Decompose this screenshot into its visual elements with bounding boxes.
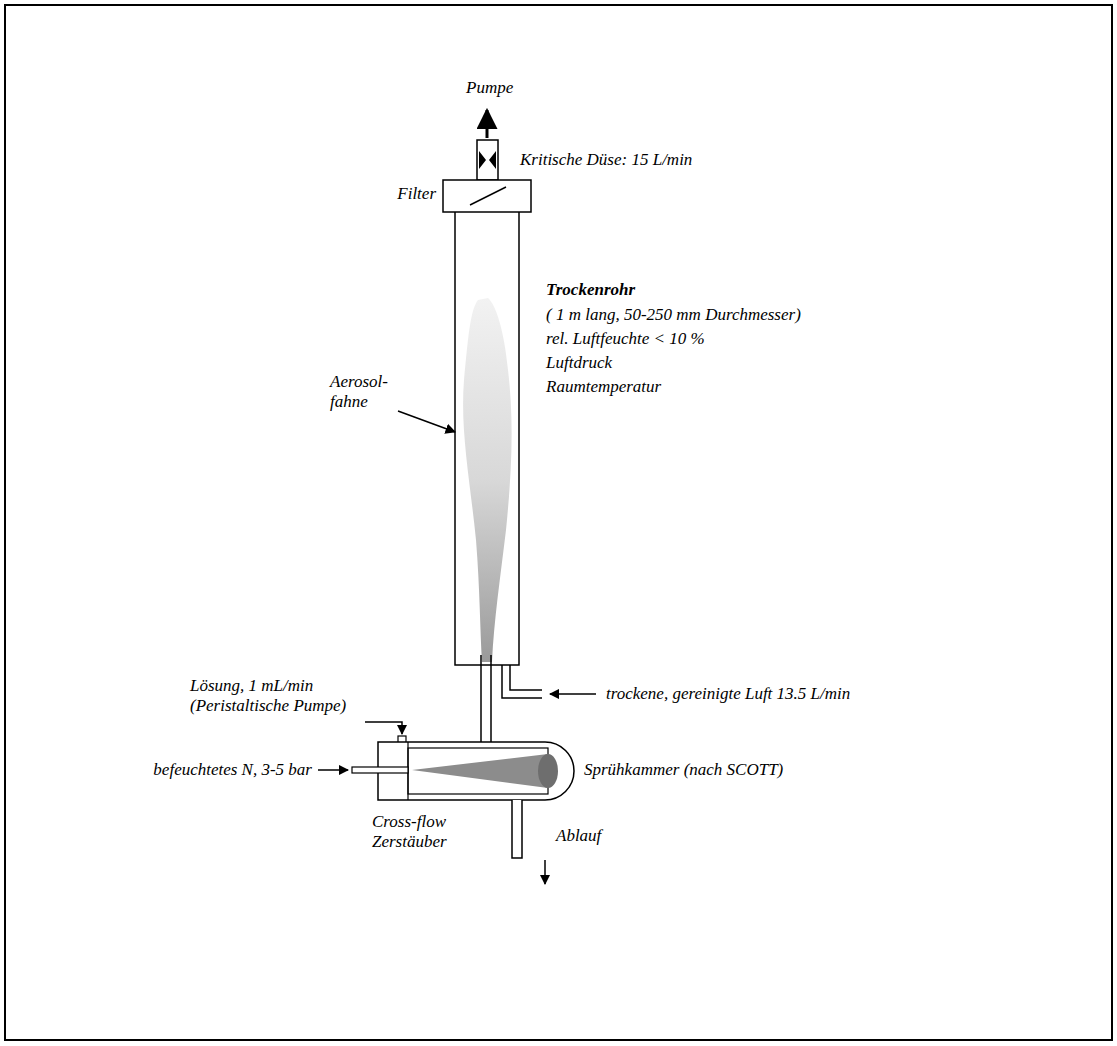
leader-arrow — [398, 411, 455, 432]
nozzle-label: Kritische Düse: 15 L/min — [520, 150, 692, 170]
part-label: Aerosol- fahne — [330, 372, 410, 412]
spec-label: rel. Luftfeuchte < 10 % — [546, 329, 705, 349]
aerosol-inlet-pipe — [490, 655, 492, 742]
dry-air-arrow — [550, 693, 596, 695]
flow-label: Ablauf — [556, 826, 601, 846]
part-title: Trockenrohr — [546, 280, 635, 300]
part-label: Filter — [397, 184, 436, 204]
drying-tube — [455, 212, 519, 665]
spec-label: ( 1 m lang, 50-250 mm Durchmesser) — [546, 305, 801, 325]
filter — [443, 180, 531, 212]
flow-label: befeuchtetes N, 3-5 bar — [153, 760, 312, 780]
gas-inlet-pipe — [352, 767, 408, 773]
spray-chamber-inner-tube — [408, 748, 548, 794]
aerosol-plume — [463, 298, 512, 662]
dry-air-inlet — [502, 665, 542, 698]
gas-arrow — [318, 769, 348, 771]
drain-pipe — [512, 800, 522, 858]
spec-label: Luftdruck — [546, 353, 612, 373]
spray-impact — [538, 754, 558, 788]
filter-membrane — [470, 187, 506, 205]
flow-label: Pumpe — [466, 78, 513, 98]
aerosol-inlet-pipe — [480, 655, 482, 742]
solution-arrow — [365, 722, 402, 734]
part-label: Cross-flow Zerstäuber — [372, 812, 484, 852]
spec-label: Raumtemperatur — [546, 377, 661, 397]
dry-air-inlet — [510, 665, 542, 690]
flow-label: trockene, gereinigte Luft 13.5 L/min — [606, 684, 850, 704]
spray-cone — [412, 754, 548, 788]
frame — [5, 5, 1112, 1040]
nozzle-throat — [479, 151, 496, 169]
part-label: Sprühkammer (nach SCOTT) — [584, 760, 783, 780]
critical-nozzle — [477, 140, 498, 180]
flow-label: Lösung, 1 mL/min (Peristaltische Pumpe) — [190, 676, 395, 716]
pump-arrow — [486, 110, 489, 138]
drain-arrow — [544, 860, 546, 884]
